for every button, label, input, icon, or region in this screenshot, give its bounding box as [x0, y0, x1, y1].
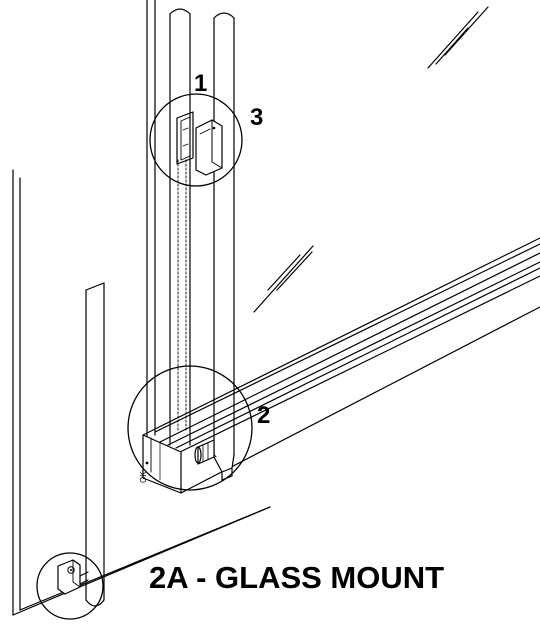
upper-glass-panel: [146, 0, 156, 441]
connector-block-right: [195, 119, 223, 176]
callout-2: 2: [257, 402, 270, 429]
rail-end-mark: OK: [139, 471, 148, 483]
vertical-bar-left: [169, 8, 191, 446]
detail-circle-lower: [127, 365, 253, 491]
lower-glass-panel: [12, 169, 271, 616]
hidden-lines: [177, 159, 187, 431]
callout-3: 3: [250, 104, 263, 131]
connector-block-left: [176, 111, 194, 165]
rail-top-edge-front: [142, 237, 540, 436]
detail-circle-glass-mount: [36, 552, 104, 620]
glass-reflection-marks: [253, 6, 489, 313]
vertical-bar-lower: [85, 282, 105, 607]
glass-mount-block: [57, 559, 81, 595]
callout-1: 1: [194, 70, 207, 97]
detail-circle-upper: [149, 93, 243, 187]
glass-mount-title: 2A - GLASS MOUNT: [149, 560, 444, 595]
vertical-bar-right: [213, 12, 235, 461]
bottom-rail: OK: [139, 237, 540, 494]
rail-knob: [194, 439, 235, 481]
